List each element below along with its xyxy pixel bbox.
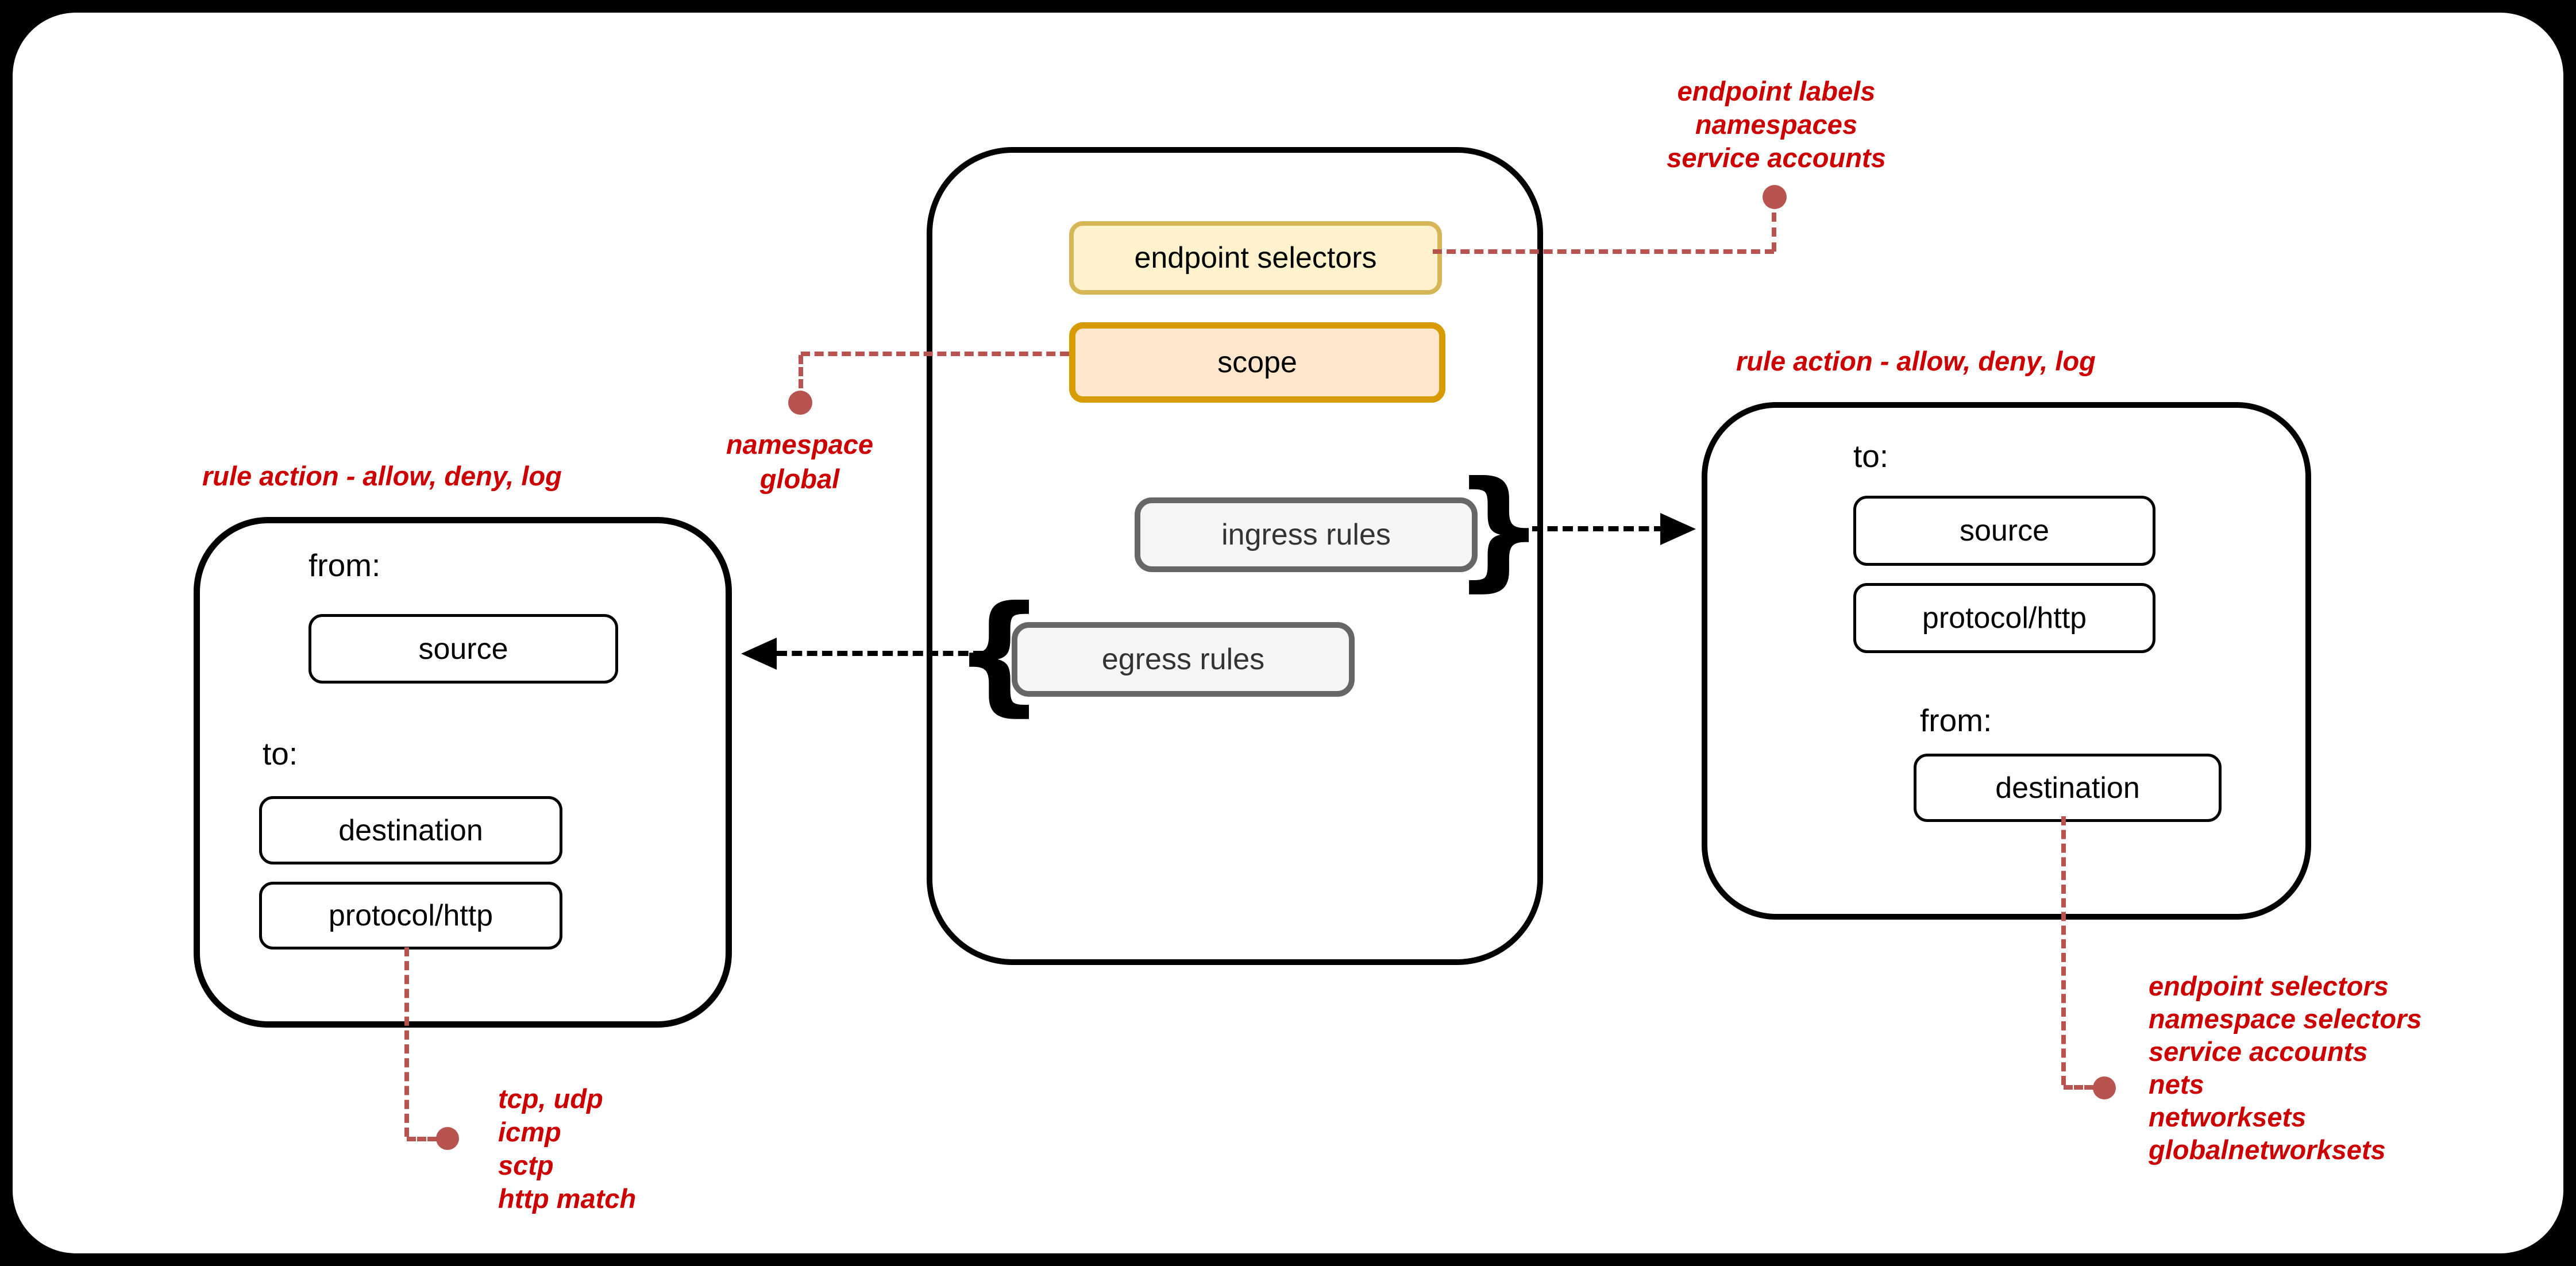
note-line: endpoint labels	[1677, 76, 1876, 106]
destination-note-dot-icon	[2093, 1076, 2116, 1099]
right-destination-box: destination	[1914, 754, 2222, 822]
right-to-label: to:	[1853, 438, 1889, 474]
note-line: service accounts	[2149, 1036, 2368, 1067]
ingress-rules-label: ingress rules	[1221, 518, 1391, 551]
note-line: tcp, udp	[498, 1083, 603, 1114]
endpoint-selectors-note: endpoint labels namespaces service accou…	[1604, 75, 1949, 175]
ingress-arrowhead-icon	[1660, 513, 1696, 545]
note-line: service accounts	[1667, 142, 1886, 173]
endpoint-note-connector-v	[1772, 213, 1776, 252]
left-to-label: to:	[263, 736, 298, 771]
note-line: networksets	[2149, 1102, 2307, 1132]
right-rule-container	[1702, 402, 2311, 920]
note-line: nets	[2149, 1069, 2204, 1099]
note-line: http match	[498, 1183, 637, 1214]
right-rule-action-note: rule action - allow, deny, log	[1736, 346, 2096, 376]
egress-arrow-line	[777, 651, 984, 656]
right-source-label: source	[1959, 514, 2050, 547]
endpoint-selectors-box: endpoint selectors	[1069, 221, 1442, 295]
left-destination-box: destination	[259, 796, 562, 864]
note-line: namespaces	[1695, 109, 1858, 140]
right-protocol-box: protocol/http	[1853, 583, 2155, 653]
right-source-box: source	[1853, 496, 2155, 566]
endpoint-note-dot-icon	[1763, 185, 1787, 209]
protocol-note-connector-v	[404, 947, 409, 1137]
scope-note-connector-v	[799, 355, 803, 388]
scope-label: scope	[1217, 346, 1297, 379]
egress-arrowhead-icon	[741, 638, 777, 670]
endpoint-note-connector-h	[1433, 249, 1774, 254]
left-from-label: from:	[308, 547, 381, 583]
protocol-note-connector-h	[407, 1137, 437, 1141]
left-protocol-label: protocol/http	[328, 899, 493, 932]
right-protocol-label: protocol/http	[1922, 601, 2087, 635]
scope-box: scope	[1069, 322, 1445, 403]
left-source-box: source	[308, 614, 618, 684]
diagram-surface: endpoint selectors scope ingress rules e…	[13, 13, 2563, 1253]
note-line: sctp	[498, 1150, 554, 1180]
scope-note-dot-icon	[788, 391, 812, 415]
destination-note: endpoint selectors namespace selectors s…	[2149, 970, 2422, 1166]
destination-note-connector-h	[2064, 1085, 2093, 1090]
destination-note-connector-v	[2061, 816, 2066, 1085]
egress-rules-label: egress rules	[1101, 643, 1265, 676]
left-protocol-box: protocol/http	[259, 882, 562, 950]
egress-rules-box: egress rules	[1012, 622, 1355, 697]
protocol-note-dot-icon	[436, 1127, 459, 1150]
ingress-rules-box: ingress rules	[1135, 497, 1478, 572]
note-line: icmp	[498, 1117, 561, 1147]
ingress-arrow-line	[1532, 526, 1664, 531]
left-source-label: source	[418, 632, 508, 666]
note-line: global	[759, 464, 840, 494]
ingress-brace-icon: }	[1453, 454, 1545, 604]
note-line: namespace selectors	[2149, 1003, 2422, 1034]
note-line: endpoint selectors	[2149, 971, 2389, 1001]
left-destination-label: destination	[338, 813, 483, 847]
endpoint-selectors-label: endpoint selectors	[1134, 241, 1377, 275]
left-rule-container	[194, 517, 732, 1028]
right-from-label: from:	[1920, 703, 1992, 738]
scope-note-connector-h	[801, 352, 1069, 356]
right-destination-label: destination	[1995, 771, 2140, 805]
left-rule-action-note: rule action - allow, deny, log	[202, 461, 562, 491]
note-line: globalnetworksets	[2149, 1134, 2386, 1165]
note-line: namespace	[726, 429, 874, 460]
scope-note: namespace global	[682, 427, 917, 496]
protocol-note: tcp, udp icmp sctp http match	[498, 1082, 636, 1215]
